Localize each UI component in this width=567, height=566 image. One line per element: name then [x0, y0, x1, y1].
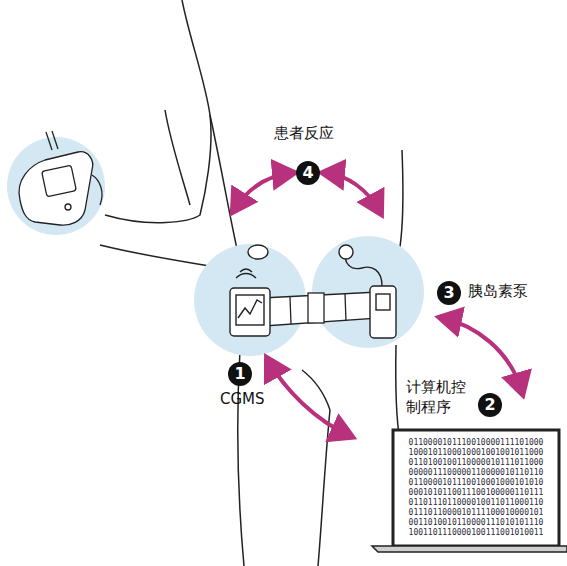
- meter-circle: [7, 137, 105, 235]
- part-label: 计算机控制程序: [406, 377, 471, 418]
- insulin-pump: [339, 245, 396, 338]
- glucose-meter: [19, 131, 102, 225]
- callout-number: 1: [228, 362, 252, 386]
- laptop-screen: 0110000101110010000111101000100010110001…: [404, 435, 549, 541]
- belt: [262, 292, 380, 326]
- binary-row: 0111011000010111100010000101: [409, 508, 544, 518]
- binary-row: 0001010110011100100000110111: [409, 488, 544, 498]
- binary-row: 0000011100000110000010110110: [409, 468, 544, 478]
- binary-row: 0110000101110010001000101010: [409, 478, 544, 488]
- binary-row: 0110000101110010000111101000: [409, 438, 544, 448]
- binary-row: 0110111011000010011011000110: [409, 498, 544, 508]
- laptop: [372, 430, 567, 552]
- callout-number: 3: [437, 281, 461, 305]
- callout-number: 4: [296, 161, 320, 185]
- binary-row: 0011010010110000111010101110: [409, 518, 544, 528]
- callout-number: 2: [478, 393, 502, 417]
- binary-row: 0110100100110000010111011000: [409, 458, 544, 468]
- part-label: 患者反应: [274, 124, 334, 142]
- binary-row: 1001101110000100111001010011: [409, 528, 544, 538]
- cgms-device: [230, 245, 270, 336]
- binary-row: 1000101100010001001001011000: [409, 448, 544, 458]
- part-label: 胰岛素泵: [468, 282, 528, 300]
- part-label: CGMS: [220, 390, 265, 408]
- flow-arrow: [234, 173, 522, 436]
